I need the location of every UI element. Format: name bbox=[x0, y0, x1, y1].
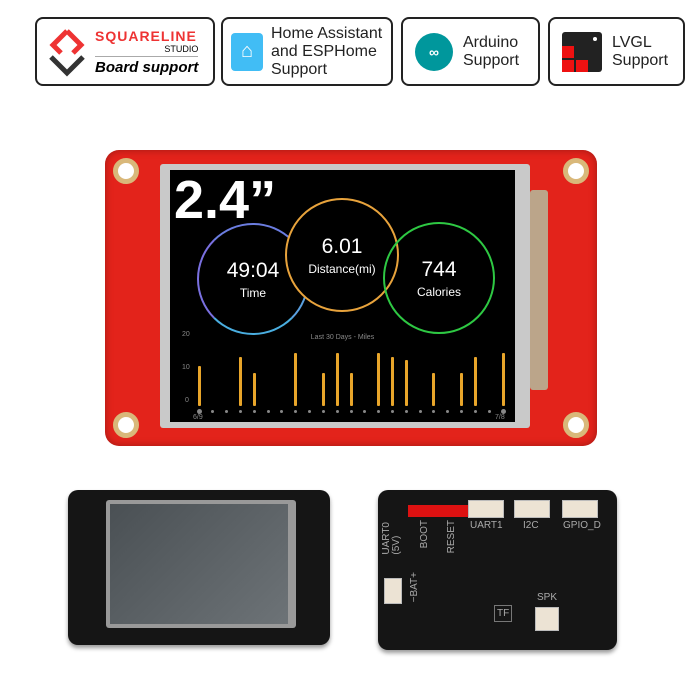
x-start-label: 6/9 bbox=[193, 414, 203, 421]
mount-hole bbox=[113, 158, 139, 184]
squareline-badge: SQUARELINE STUDIO Board support bbox=[35, 17, 215, 86]
chart-bar bbox=[473, 356, 477, 406]
chart-dot bbox=[500, 408, 506, 414]
chart-bar bbox=[404, 359, 408, 406]
home-assistant-badge: ⌂ Home Assistant and ESPHome Support bbox=[221, 17, 393, 86]
boot-label: BOOT bbox=[419, 520, 430, 549]
home-assistant-icon: ⌂ bbox=[231, 32, 263, 71]
lcd-screen: 2.4” 49:04 Time 6.01 Distance(mi) 744 Ca… bbox=[170, 170, 515, 422]
chart-dot bbox=[349, 409, 353, 413]
chart-dot bbox=[196, 408, 202, 414]
badge-label: Support bbox=[271, 60, 328, 78]
mount-hole bbox=[113, 412, 139, 438]
gpio-label: GPIO_D bbox=[563, 520, 601, 531]
y-tick: 10 bbox=[182, 364, 190, 371]
front-case bbox=[68, 490, 330, 645]
chart-dot bbox=[252, 409, 256, 413]
badge-label: Support bbox=[463, 51, 520, 69]
chart-bar bbox=[377, 353, 381, 406]
boot-reset-buttons bbox=[408, 505, 468, 517]
case-screen-display bbox=[110, 504, 288, 624]
tf-slot-label: TF bbox=[494, 605, 513, 622]
gpio-connector bbox=[562, 500, 598, 518]
badge-label: Support bbox=[612, 51, 669, 69]
time-value: 49:04 bbox=[226, 258, 280, 282]
chart-bar bbox=[238, 356, 242, 406]
chart-dot bbox=[404, 409, 408, 413]
chart-dot bbox=[363, 409, 367, 413]
chart-bar bbox=[501, 353, 505, 406]
speaker-label: SPK bbox=[537, 592, 558, 603]
lvgl-icon bbox=[562, 31, 602, 72]
distance-label: Distance(mi) bbox=[308, 261, 376, 276]
battery-connector bbox=[384, 578, 402, 604]
chart-bar bbox=[294, 353, 298, 406]
mount-hole bbox=[563, 158, 589, 184]
uart0-label: UART0 (5V) bbox=[381, 522, 402, 555]
chart-bar bbox=[460, 373, 464, 406]
distance-ring: 6.01 Distance(mi) bbox=[285, 198, 399, 312]
y-tick: 0 bbox=[185, 397, 189, 404]
chart-bar bbox=[252, 373, 256, 406]
badge-label: Arduino bbox=[463, 33, 519, 51]
time-label: Time bbox=[239, 285, 267, 300]
x-end-label: 7/8 bbox=[495, 414, 505, 421]
chart-dot bbox=[460, 409, 464, 413]
chart-dot bbox=[487, 409, 491, 413]
chart-dot bbox=[238, 409, 242, 413]
ribbon-connector bbox=[530, 190, 548, 390]
uart1-label: UART1 bbox=[470, 520, 503, 531]
y-tick: 20 bbox=[182, 331, 190, 338]
calories-value: 744 bbox=[421, 257, 457, 281]
chart-bar bbox=[321, 373, 325, 406]
chart-dot bbox=[225, 409, 229, 413]
badge-label: Board support bbox=[95, 58, 199, 76]
chart-dot bbox=[377, 409, 381, 413]
chart-dot bbox=[473, 409, 477, 413]
badge-label: Home Assistant bbox=[271, 24, 383, 42]
distance-value: 6.01 bbox=[321, 234, 363, 258]
chart-bar bbox=[432, 373, 436, 406]
chart-dot bbox=[432, 409, 436, 413]
chart-dot bbox=[294, 409, 298, 413]
chart-dot bbox=[211, 409, 215, 413]
chart-bar bbox=[390, 356, 394, 406]
chart-dot bbox=[308, 409, 312, 413]
reset-label: RESET bbox=[446, 520, 457, 554]
squareline-sub: STUDIO bbox=[95, 44, 199, 57]
battery-label: −BAT+ bbox=[409, 572, 420, 603]
screen-size-label: 2.4” bbox=[174, 170, 277, 230]
chart-dot bbox=[280, 409, 284, 413]
arduino-icon: ∞ bbox=[415, 32, 453, 71]
chart-bar bbox=[197, 366, 201, 406]
uart1-connector bbox=[468, 500, 504, 518]
chart-bar bbox=[349, 373, 353, 406]
calories-label: Calories bbox=[416, 284, 461, 299]
i2c-connector bbox=[514, 500, 550, 518]
chart-bar bbox=[335, 353, 339, 406]
i2c-label: I2C bbox=[523, 520, 539, 531]
chart-dot bbox=[418, 409, 422, 413]
chart-dot bbox=[390, 409, 394, 413]
badge-label: and ESPHome bbox=[271, 42, 377, 60]
chart-title: Last 30 Days - Miles bbox=[310, 334, 375, 341]
calories-ring: 744 Calories bbox=[383, 222, 495, 334]
squareline-logo-icon bbox=[49, 28, 85, 77]
badge-label: LVGL bbox=[612, 33, 652, 51]
squareline-brand: SQUARELINE bbox=[95, 27, 197, 44]
chart-dot bbox=[266, 409, 270, 413]
chart-dot bbox=[321, 409, 325, 413]
speaker-connector bbox=[535, 607, 559, 631]
chart-dot bbox=[335, 409, 339, 413]
mount-hole bbox=[563, 412, 589, 438]
chart-dot bbox=[446, 409, 450, 413]
